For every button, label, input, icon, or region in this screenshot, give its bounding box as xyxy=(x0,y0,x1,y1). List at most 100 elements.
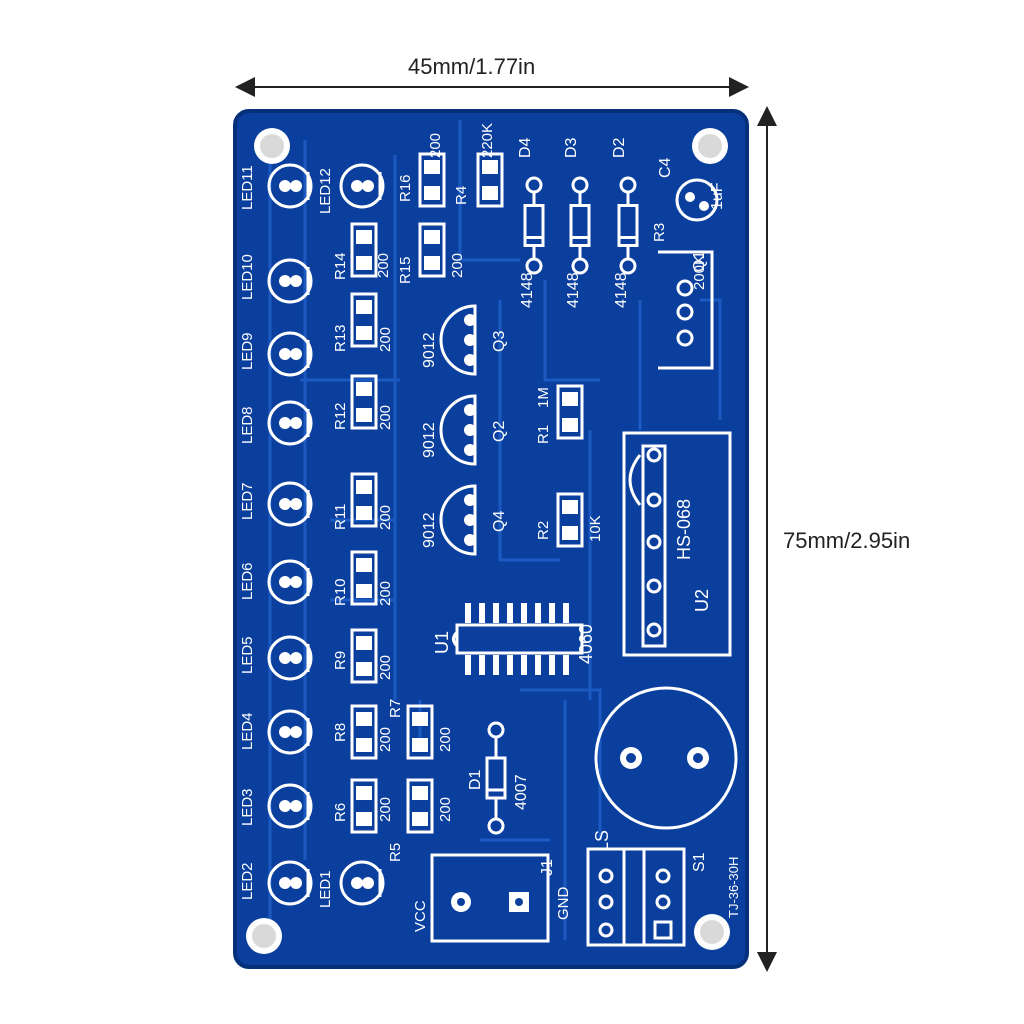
resistor-value: 200 xyxy=(437,727,454,752)
diode-value: 4148 xyxy=(565,272,582,308)
u1-ref: U1 xyxy=(432,631,452,654)
ls-ref: LS xyxy=(592,830,612,852)
j1-gnd: GND xyxy=(555,887,572,921)
mounting-holes xyxy=(246,128,730,954)
width-dimension-label: 45mm/1.77in xyxy=(408,54,536,79)
diode-value: 4007 xyxy=(513,774,530,810)
led-label: LED10 xyxy=(239,254,256,300)
led-footprint: LED11 xyxy=(239,163,313,210)
height-dimension-label: 75mm/2.95in xyxy=(783,528,911,553)
u2-ref: U2 xyxy=(692,589,712,612)
transistor-value: 9012 xyxy=(421,422,438,458)
switch-s1: S1 TJ-36-30H xyxy=(586,847,741,947)
resistor-ref: R7 xyxy=(387,699,404,718)
resistor-ref: R1 xyxy=(535,425,552,444)
resistor-value: 200 xyxy=(377,405,394,430)
resistor-footprint: R4 220K xyxy=(453,123,504,208)
resistor-footprint: R10 200 xyxy=(332,550,394,606)
resistor-footprint: R11 200 xyxy=(332,472,394,530)
led-label: LED9 xyxy=(239,332,256,370)
led-label: LED1 xyxy=(317,870,334,908)
c4-ref: C4 xyxy=(657,157,674,178)
diode-ref: D1 xyxy=(467,769,484,790)
led-footprint: LED5 xyxy=(239,635,313,681)
transistor-footprint: 9012 Q3 xyxy=(421,304,508,376)
diode-value: 4148 xyxy=(519,272,536,308)
resistor-footprint: R7 200 xyxy=(387,699,454,760)
u1-value: 4060 xyxy=(576,624,596,664)
diode-ref: D2 xyxy=(611,137,628,158)
led-label: LED5 xyxy=(239,636,256,674)
resistor-footprint: R1 1M xyxy=(535,384,584,444)
j1-vcc: VCC xyxy=(412,900,429,932)
resistor-ref: R9 xyxy=(332,651,349,670)
resistor-value: 1M xyxy=(535,387,552,408)
led-label: LED8 xyxy=(239,406,256,444)
resistor-value: 200 xyxy=(377,581,394,606)
led-footprint: LED4 xyxy=(239,709,313,755)
resistor-ref: R14 xyxy=(332,252,349,280)
resistor-value: 200 xyxy=(377,655,394,680)
resistor-value: 200 xyxy=(377,797,394,822)
resistor-ref: R6 xyxy=(332,803,349,822)
resistor-ref: R3 xyxy=(651,223,668,242)
transistor-value: 9012 xyxy=(421,332,438,368)
led-label: LED12 xyxy=(317,168,334,214)
led-footprint: LED9 xyxy=(239,331,313,377)
resistor-footprint: R12 200 xyxy=(332,374,394,430)
potentiometer-q1: Q1 xyxy=(658,250,714,370)
resistor-footprint: R9 200 xyxy=(332,628,394,684)
c4-value: 1uF xyxy=(709,182,726,210)
resistor-value: 200 xyxy=(377,327,394,352)
ic-u1: U1 4060 xyxy=(432,603,596,675)
resistor-ref: R11 xyxy=(332,504,349,530)
resistor-ref: R15 xyxy=(397,256,414,284)
resistor-footprint: R6 200 xyxy=(332,778,394,834)
transistor-ref: Q3 xyxy=(491,331,508,352)
resistor-ref: R4 xyxy=(453,186,470,205)
resistor-ref: R13 xyxy=(332,324,349,352)
speaker-ls: LS xyxy=(592,686,738,852)
resistor-value: 200 xyxy=(427,133,444,158)
diode-footprint: D2 4148 xyxy=(611,137,639,308)
led-footprint: LED12 xyxy=(317,163,385,214)
led-label: LED7 xyxy=(239,482,256,520)
transistor-ref: Q4 xyxy=(491,511,508,532)
resistor-ref: R10 xyxy=(332,578,349,606)
pcb-board xyxy=(233,109,749,969)
resistor-ref: R5 xyxy=(387,843,404,862)
resistor-footprint: R13 200 xyxy=(332,292,394,352)
resistor-footprint: R14 200 xyxy=(332,222,392,280)
resistor-ref: R2 xyxy=(535,521,552,540)
resistor-ref: R16 xyxy=(397,174,414,202)
resistor-value: 200 xyxy=(377,727,394,752)
power-connector-j1: J1 VCC GND xyxy=(412,853,572,943)
resistor-value: 200 xyxy=(377,505,394,530)
led-footprint: LED6 xyxy=(239,559,313,605)
led-footprint: LED7 xyxy=(239,481,313,527)
resistor-ref: R12 xyxy=(332,402,349,430)
u2-value: HS-068 xyxy=(674,499,694,560)
module-u2: HS-068 U2 xyxy=(622,431,732,657)
led-label: LED3 xyxy=(239,788,256,826)
led-footprint: LED8 xyxy=(239,400,313,446)
resistor-value: 200K xyxy=(691,255,708,290)
led-footprint: LED2 xyxy=(239,860,313,906)
resistor-value: 220K xyxy=(479,123,496,158)
resistor-footprint: R3 200K xyxy=(651,223,708,290)
resistor-value: 200 xyxy=(375,253,392,278)
resistor-value: 200 xyxy=(449,253,466,278)
transistor-ref: Q2 xyxy=(491,421,508,442)
transistor-footprint: 9012 Q2 xyxy=(421,394,508,466)
led-footprint: LED3 xyxy=(239,783,313,829)
diode-value: 4148 xyxy=(613,272,630,308)
led-label: LED2 xyxy=(239,862,256,900)
